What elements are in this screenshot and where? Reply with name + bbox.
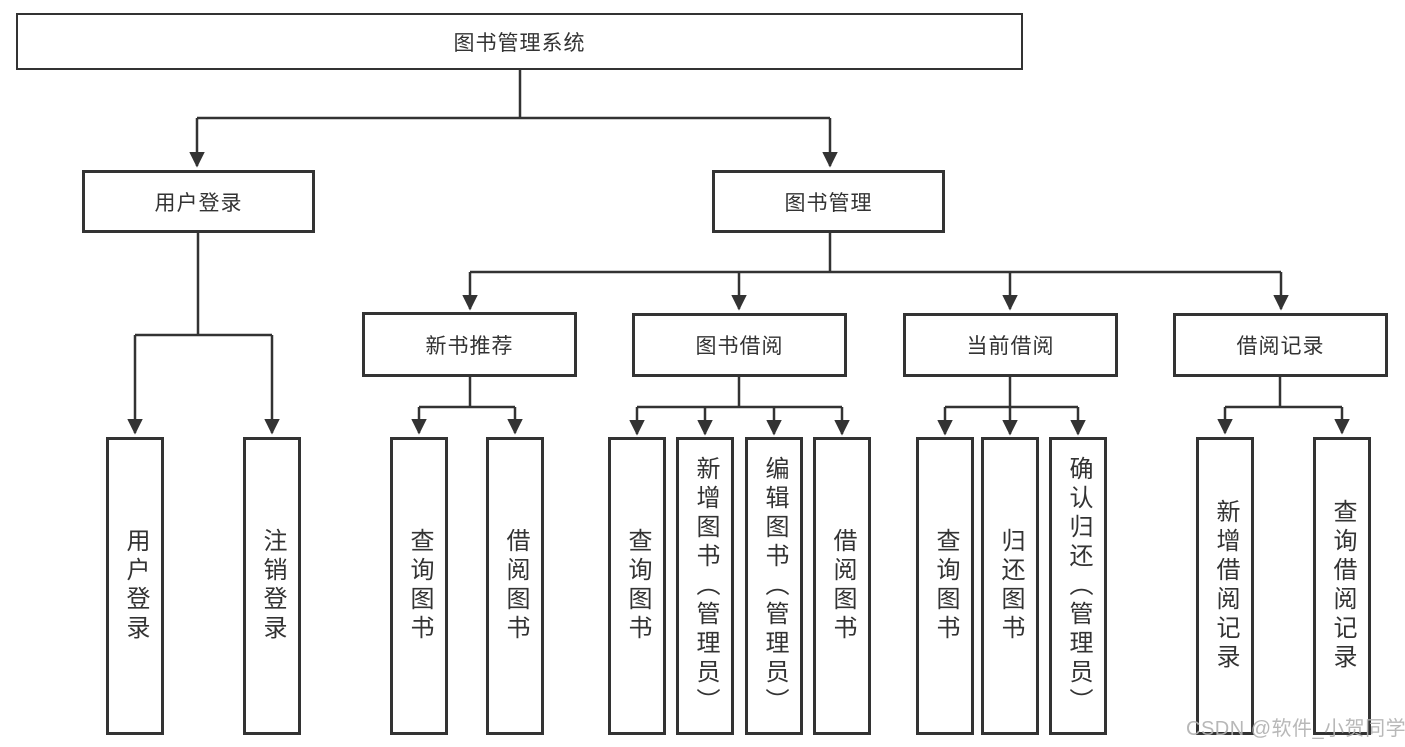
leaf-bb-query-book: 查询图书 (608, 437, 666, 735)
leaf-user-login: 用户登录 (106, 437, 164, 735)
leaf-bb-add-book-label: 新增图书（管理员） (692, 455, 719, 717)
leaf-rec-borrow-book-label: 借阅图书 (502, 528, 529, 644)
leaf-logout-label: 注销登录 (259, 528, 286, 644)
leaf-bb-borrow-book-label: 借阅图书 (829, 528, 856, 644)
node-user-login: 用户登录 (82, 170, 315, 233)
leaf-logout: 注销登录 (243, 437, 301, 735)
connector-root-to-level2 (189, 70, 838, 168)
leaf-br-query-record-label: 查询借阅记录 (1329, 499, 1356, 673)
leaf-cb-confirm-return: 确认归还（管理员） (1049, 437, 1107, 735)
node-new-book-rec: 新书推荐 (362, 312, 577, 377)
connector-current-borrow-children (937, 377, 1086, 436)
leaf-cb-confirm-return-label: 确认归还（管理员） (1065, 455, 1092, 717)
connector-borrow-record-children (1217, 377, 1350, 435)
leaf-br-add-record-label: 新增借阅记录 (1212, 499, 1239, 673)
node-book-borrow: 图书借阅 (632, 313, 847, 377)
node-new-book-rec-label: 新书推荐 (425, 334, 514, 358)
node-book-mgmt: 图书管理 (712, 170, 945, 233)
node-current-borrow: 当前借阅 (903, 313, 1118, 377)
node-borrow-record-label: 借阅记录 (1236, 335, 1325, 358)
connector-book-mgmt-children (462, 233, 1289, 311)
leaf-rec-query-book-label: 查询图书 (406, 528, 433, 644)
node-root-system-label: 图书管理系统 (453, 31, 586, 55)
node-root-system: 图书管理系统 (16, 13, 1023, 70)
connector-user-login-children (127, 233, 280, 435)
csdn-watermark: CSDN @软件_小贺同学 (1186, 718, 1405, 740)
leaf-cb-return-book: 归还图书 (981, 437, 1039, 735)
leaf-rec-query-book: 查询图书 (390, 437, 448, 735)
leaf-cb-return-book-label: 归还图书 (997, 528, 1024, 644)
node-user-login-label: 用户登录 (154, 191, 243, 215)
leaf-cb-query-book-label: 查询图书 (932, 528, 959, 644)
leaf-bb-borrow-book: 借阅图书 (813, 437, 871, 735)
leaf-user-login-label: 用户登录 (122, 528, 149, 644)
connector-book-borrow-children (629, 377, 850, 436)
leaf-cb-query-book: 查询图书 (916, 437, 974, 735)
leaf-br-query-record: 查询借阅记录 (1313, 437, 1371, 735)
node-current-borrow-label: 当前借阅 (966, 335, 1055, 358)
node-book-mgmt-label: 图书管理 (784, 191, 873, 215)
leaf-bb-query-book-label: 查询图书 (624, 528, 651, 644)
leaf-bb-edit-book: 编辑图书（管理员） (745, 437, 803, 735)
connector-new-book-rec-children (411, 377, 523, 435)
leaf-br-add-record: 新增借阅记录 (1196, 437, 1254, 735)
node-borrow-record: 借阅记录 (1173, 313, 1388, 377)
leaf-bb-edit-book-label: 编辑图书（管理员） (761, 455, 788, 717)
leaf-bb-add-book: 新增图书（管理员） (676, 437, 734, 735)
node-book-borrow-label: 图书借阅 (695, 335, 784, 358)
leaf-rec-borrow-book: 借阅图书 (486, 437, 544, 735)
